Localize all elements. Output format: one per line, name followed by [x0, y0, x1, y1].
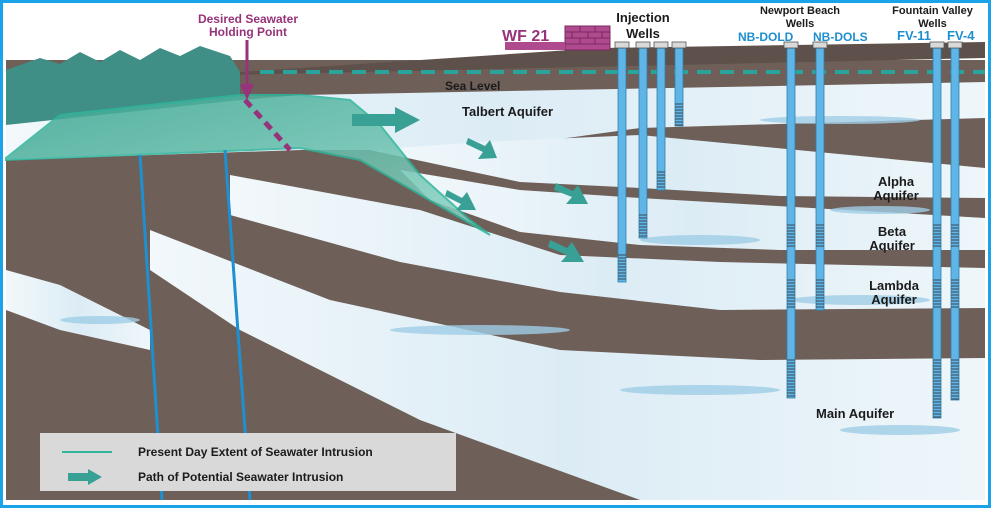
holding-point-label: Desired Seawater Holding Point [188, 13, 308, 39]
fv11-label: FV-11 [897, 28, 931, 43]
wf21-bricks [565, 26, 610, 45]
left-aquifer-lens [6, 270, 150, 350]
nb-dold-label: NB-DOLD [738, 30, 794, 44]
holding-point-line [243, 98, 292, 152]
intrusion-arrow-2 [466, 138, 497, 159]
intrusion-arrow-3 [445, 190, 476, 210]
alpha-aquifer-layer [370, 135, 985, 198]
injection-well-4 [671, 41, 687, 127]
fountain-valley-label-line2: Wells [918, 18, 947, 30]
holding-point-label-line2: Holding Point [209, 25, 287, 39]
lambda-aquifer-label-line1: Lambda [869, 278, 919, 293]
legend-row-path: Path of Potential Seawater Intrusion [40, 469, 343, 485]
intrusion-arrow-4 [554, 183, 588, 204]
wells-group [614, 41, 963, 419]
lambda-aquifer-label: Lambda Aquifer [858, 279, 930, 307]
legend: Present Day Extent of Seawater Intrusion… [40, 433, 456, 491]
wf21-base [505, 42, 565, 50]
injection-well-3 [653, 41, 669, 191]
fountain-valley-label-line1: Fountain Valley [892, 5, 973, 17]
alpha-aquifer-label: Alpha Aquifer [866, 175, 926, 203]
fv4-well [947, 41, 963, 401]
nb-dols-well [812, 41, 828, 311]
legend-row-extent: Present Day Extent of Seawater Intrusion [40, 445, 373, 459]
injection-wells-label-line2: Wells [626, 26, 660, 41]
injection-wells-label: Injection Wells [608, 10, 678, 42]
wf21-label: WF 21 [502, 28, 550, 45]
beta-aquifer-label-line1: Beta [877, 224, 907, 239]
nb-dols-label: NB-DOLS [813, 30, 868, 44]
legend-path-arrow-icon [68, 469, 102, 485]
lambda-aquifer-layer [230, 175, 985, 310]
alpha-aquifer-label-line1: Alpha [877, 174, 915, 189]
injection-wells-label-line1: Injection [616, 10, 670, 25]
fv11-well [929, 41, 945, 419]
beta-aquifer-layer [400, 170, 985, 250]
seawater-intrusion-zone [5, 94, 491, 236]
intrusion-arrow-1 [352, 107, 420, 133]
holding-point-label-line1: Desired Seawater [197, 12, 299, 26]
nb-dold-well [783, 41, 799, 399]
injection-well-2 [635, 41, 651, 239]
legend-extent-text: Present Day Extent of Seawater Intrusion [138, 445, 373, 459]
beta-aquifer-label: Beta Aquifer [862, 225, 922, 253]
main-aquifer-layer [150, 230, 985, 500]
fv4-label: FV-4 [947, 28, 975, 43]
intrusion-arrow-5 [548, 240, 584, 262]
lambda-aquifer-label-line2: Aquifer [871, 292, 917, 307]
beta-aquifer-label-line2: Aquifer [869, 238, 915, 253]
water-streaks [60, 116, 960, 435]
fountain-valley-wells-label: Fountain Valley Wells [880, 5, 985, 31]
legend-extent-line-icon [62, 451, 112, 453]
legend-path-text: Path of Potential Seawater Intrusion [138, 470, 344, 484]
newport-wells-label-line1: Newport Beach [759, 5, 841, 17]
intrusion-arrows [352, 107, 588, 262]
injection-well-1 [614, 41, 630, 283]
talbert-aquifer-label: Talbert Aquifer [462, 104, 554, 119]
alpha-aquifer-label-line2: Aquifer [873, 188, 919, 203]
newport-wells-label-line2: Wells [785, 18, 815, 30]
newport-wells-label: Newport Beach Wells [740, 5, 860, 31]
land-surface [6, 42, 985, 80]
sea-level-label: Sea Level [445, 79, 501, 93]
main-aquifer-label: Main Aquifer [816, 406, 895, 421]
holding-point-arrow-head [240, 84, 254, 100]
